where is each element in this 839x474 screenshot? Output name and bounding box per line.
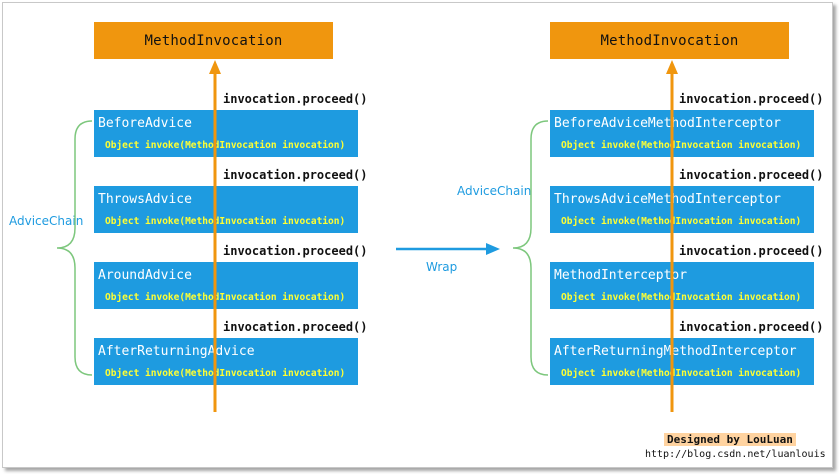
wrap-arrowhead [486,243,500,255]
right-advice-box-2: ThrowsAdviceMethodInterceptor Object inv… [550,186,814,233]
right-advice-box-3: MethodInterceptor Object invoke(MethodIn… [550,262,814,309]
advice-signature: Object invoke(MethodInvocation invocatio… [561,292,802,303]
left-method-invocation-box: MethodInvocation [94,22,333,59]
right-advice-box-4: AfterReturningMethodInterceptor Object i… [550,338,814,385]
advice-name: BeforeAdvice [98,116,192,131]
left-advice-box-3: AroundAdvice Object invoke(MethodInvocat… [94,262,358,309]
advice-name: ThrowsAdvice [98,192,192,207]
advice-name: MethodInterceptor [554,268,688,283]
right-advice-box-1: BeforeAdviceMethodInterceptor Object inv… [550,110,814,157]
left-proceed-label-1: invocation.proceed() [223,92,368,106]
right-proceed-label-4: invocation.proceed() [679,320,824,334]
advice-signature: Object invoke(MethodInvocation invocatio… [105,140,346,151]
left-invocation-arrowhead [209,60,221,74]
diagram-frame [2,2,833,468]
advice-signature: Object invoke(MethodInvocation invocatio… [105,368,346,379]
right-chain-brace [512,120,549,376]
advice-name: AroundAdvice [98,268,192,283]
advice-name: ThrowsAdviceMethodInterceptor [554,192,781,207]
advice-signature: Object invoke(MethodInvocation invocatio… [561,140,802,151]
left-method-invocation-label: MethodInvocation [144,32,283,49]
advice-signature: Object invoke(MethodInvocation invocatio… [105,216,346,227]
left-advice-box-1: BeforeAdvice Object invoke(MethodInvocat… [94,110,358,157]
right-invocation-arrowhead [666,60,678,74]
advice-name: AfterReturningMethodInterceptor [554,344,797,359]
right-advice-chain-label: AdviceChain [457,184,532,198]
left-chain-brace [56,120,93,376]
advice-signature: Object invoke(MethodInvocation invocatio… [561,368,802,379]
left-advice-box-4: AfterReturningAdvice Object invoke(Metho… [94,338,358,385]
left-advice-chain-label: AdviceChain [9,214,84,228]
advice-name: BeforeAdviceMethodInterceptor [554,116,781,131]
left-advice-box-2: ThrowsAdvice Object invoke(MethodInvocat… [94,186,358,233]
advice-signature: Object invoke(MethodInvocation invocatio… [561,216,802,227]
left-proceed-label-3: invocation.proceed() [223,244,368,258]
advice-signature: Object invoke(MethodInvocation invocatio… [105,292,346,303]
right-proceed-label-3: invocation.proceed() [679,244,824,258]
right-proceed-label-1: invocation.proceed() [679,92,824,106]
right-method-invocation-label: MethodInvocation [600,32,739,49]
right-proceed-label-2: invocation.proceed() [679,168,824,182]
right-method-invocation-box: MethodInvocation [550,22,789,59]
designer-credit: Designed by LouLuan [664,433,796,446]
left-proceed-label-2: invocation.proceed() [223,168,368,182]
wrap-label: Wrap [426,260,458,274]
blog-url: http://blog.csdn.net/luanlouis [645,449,826,460]
left-proceed-label-4: invocation.proceed() [223,320,368,334]
